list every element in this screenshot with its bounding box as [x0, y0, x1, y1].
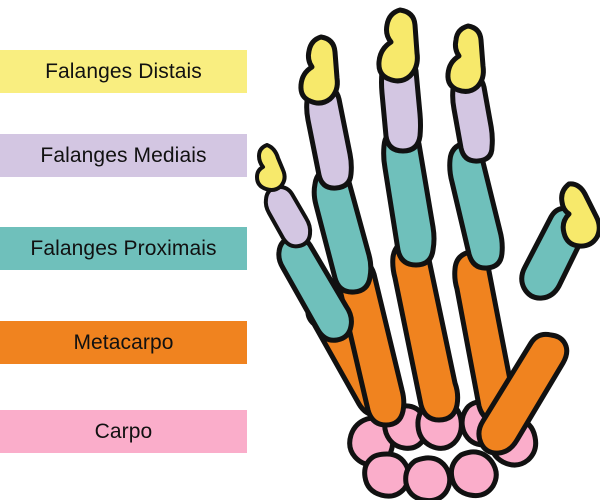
legend-item-metacarpus: Metacarpo	[0, 321, 247, 364]
legend-label-carpus: Carpo	[94, 420, 153, 443]
legend-label-metacarpus: Metacarpo	[73, 331, 174, 354]
proximal-phalanx-group	[276, 126, 590, 343]
hand-skeleton-illustration	[255, 0, 600, 500]
legend-label-distal-phalanges: Falanges Distais	[45, 60, 202, 83]
legend-item-medial-phalanges: Falanges Mediais	[0, 134, 247, 177]
distal-phalanx-group	[255, 7, 600, 249]
legend-label-proximal-phalanges: Falanges Proximais	[30, 237, 217, 260]
legend-label-medial-phalanges: Falanges Mediais	[40, 144, 207, 167]
legend-item-carpus: Carpo	[0, 410, 247, 453]
medial-phalanx-group	[263, 53, 495, 249]
legend: Falanges Distais Falanges Mediais Falang…	[0, 0, 252, 500]
legend-item-distal-phalanges: Falanges Distais	[0, 50, 247, 93]
legend-item-proximal-phalanges: Falanges Proximais	[0, 227, 247, 270]
